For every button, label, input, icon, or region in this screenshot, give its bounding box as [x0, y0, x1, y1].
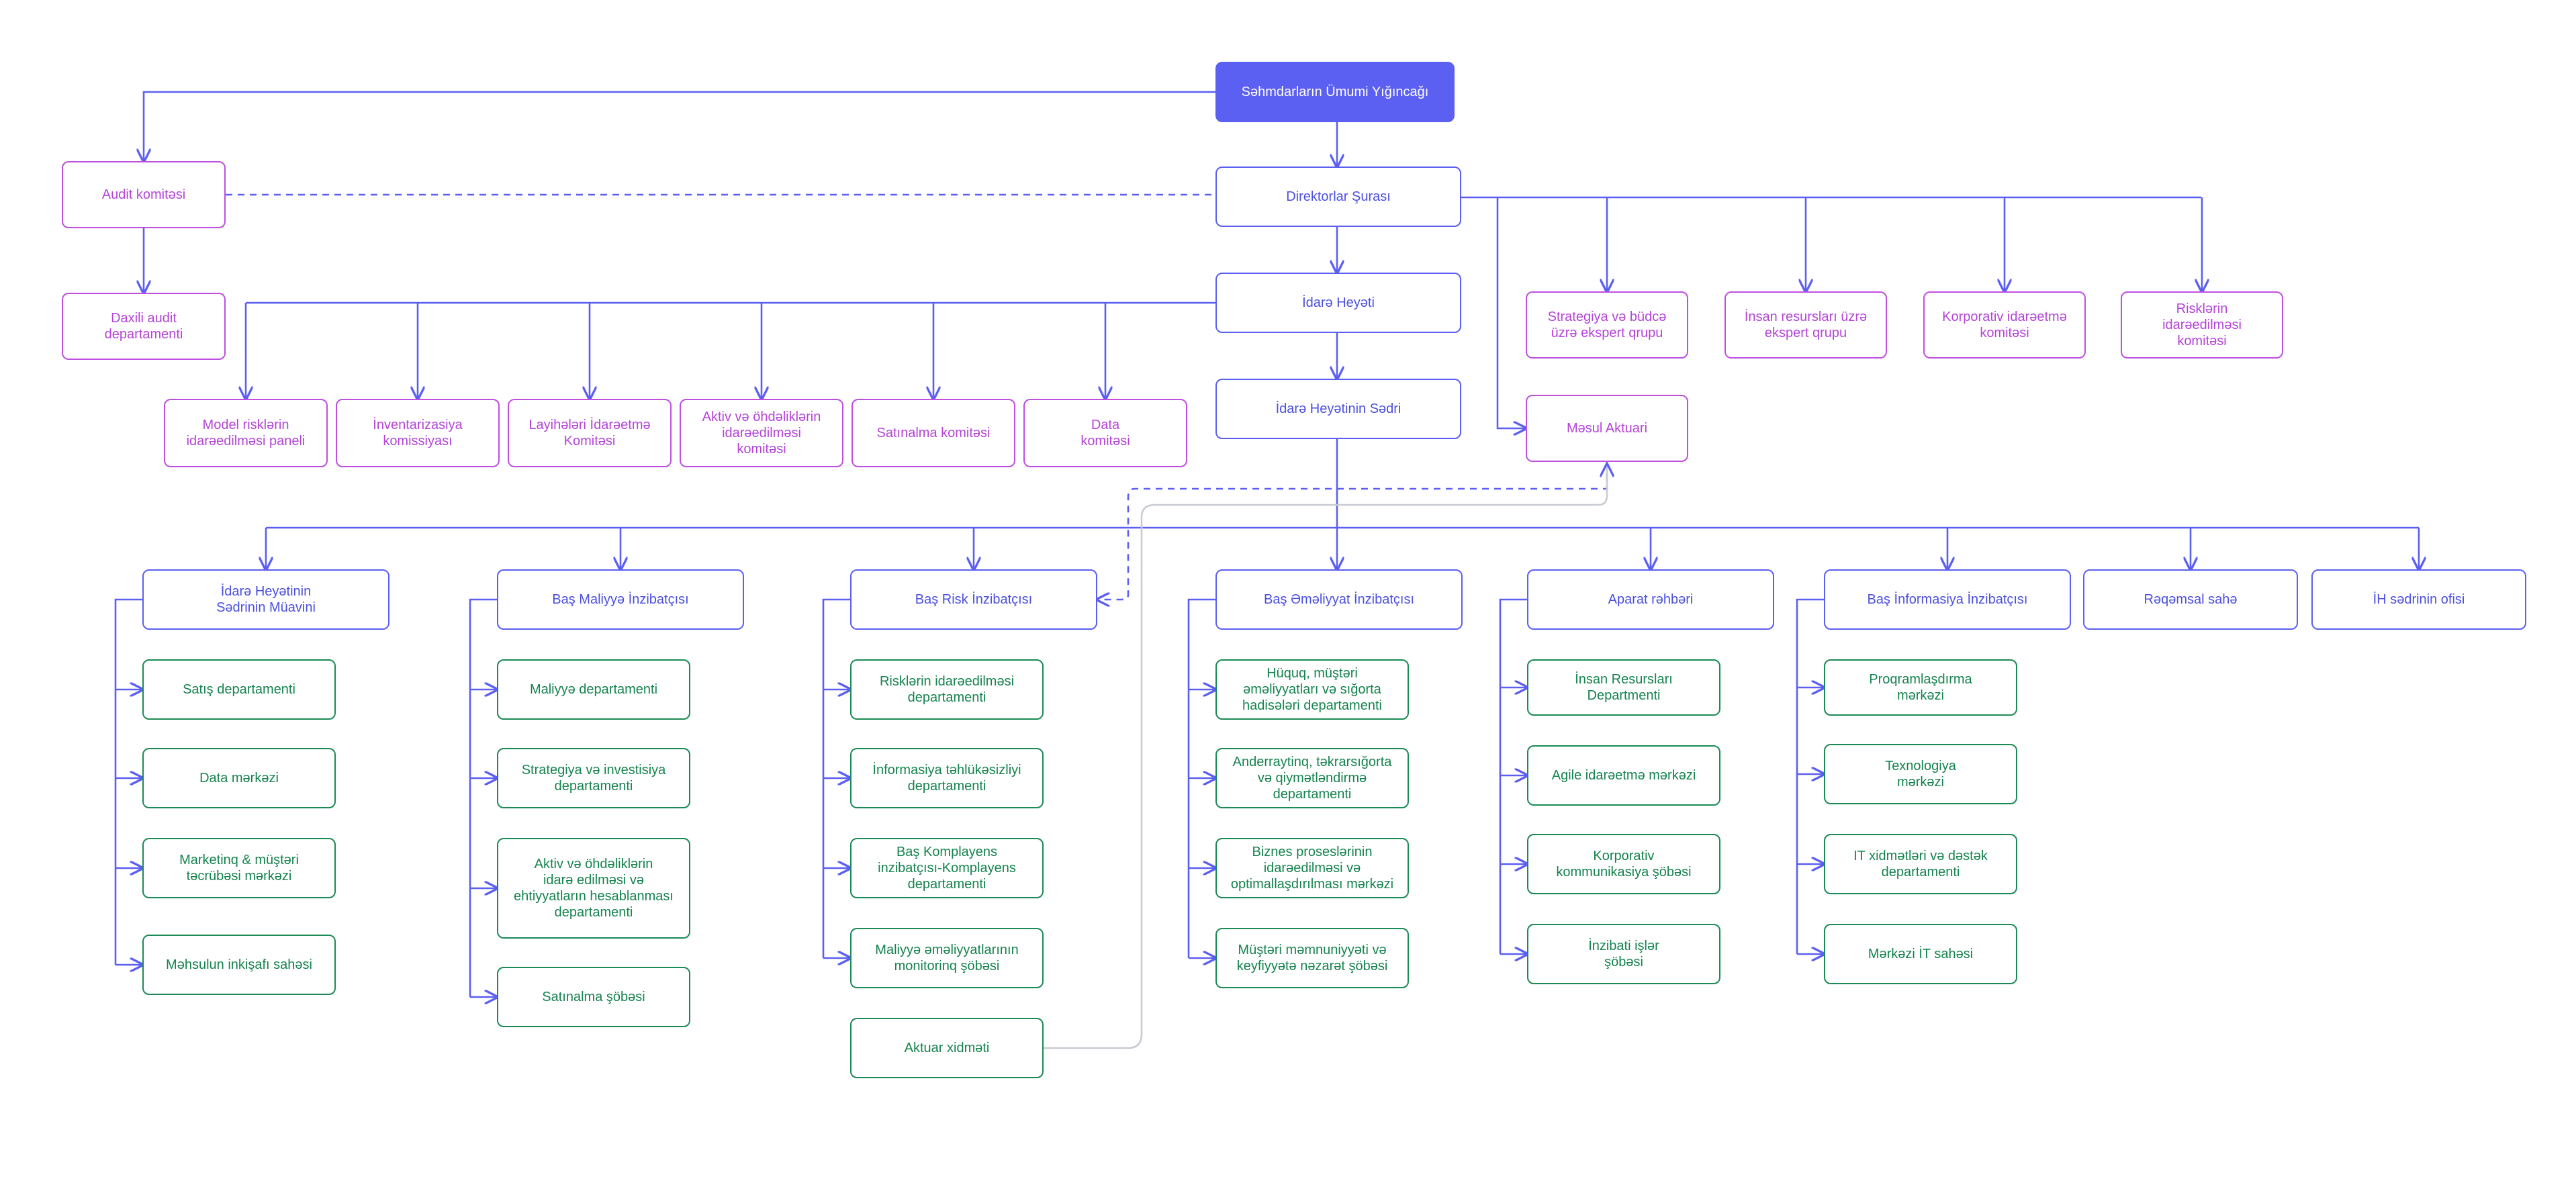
node-board-of-directors: Direktorlar Şurası: [1215, 167, 1461, 227]
executive-node: Aparat rəhbəri: [1527, 569, 1774, 630]
connector-line: [822, 598, 850, 958]
executive-node: Baş Əməliyyat İnzibatçısı: [1215, 569, 1463, 630]
department-node: Biznes proseslərinin idarəedilməsi və op…: [1215, 838, 1409, 898]
board-committee: Strategiya və büdcə üzrə ekspert qrupu: [1526, 291, 1688, 359]
executive-node: Baş İnformasiya İnzibatçısı: [1824, 569, 2071, 630]
department-node: Agile idarəetmə mərkəzi: [1527, 745, 1720, 806]
department-node: Strategiya və investisiya departamenti: [497, 748, 690, 808]
connector-line: [114, 598, 142, 965]
connector-line: [469, 598, 497, 997]
department-node: Satış departamenti: [142, 659, 336, 720]
executive-node: İH sədrinin ofisi: [2311, 569, 2526, 630]
executive-node: Rəqəmsal sahə: [2083, 569, 2298, 630]
department-node: Marketinq & müştəri təcrübəsi mərkəzi: [142, 838, 336, 898]
department-node: İnzibati işlər şöbəsi: [1527, 924, 1720, 984]
connector-line: [1796, 598, 1824, 954]
board-committee: Korporativ idarəetmə komitəsi: [1923, 291, 2086, 359]
department-node: Maliyyə əməliyyatlarının monitorinq şöbə…: [850, 928, 1044, 988]
connector-line: [1499, 598, 1527, 954]
department-node: IT xidmətləri və dəstək departamenti: [1824, 834, 2017, 894]
department-node: Data mərkəzi: [142, 748, 336, 808]
connector-line: [144, 91, 1215, 161]
board-committee: İnsan resursları üzrə ekspert qrupu: [1724, 291, 1887, 359]
department-node: Maliyyə departamenti: [497, 659, 690, 720]
department-node: Satınalma şöbəsi: [497, 967, 690, 1027]
executive-node: Baş Maliyyə İnzibatçısı: [497, 569, 744, 630]
management-committee: Data komitəsi: [1023, 399, 1187, 467]
department-node: Aktiv və öhdəliklərin idarə edilməsi və …: [497, 838, 690, 939]
department-node: Baş Komplayens inzibatçısı-Komplayens de…: [850, 838, 1044, 898]
department-node: Mərkəzi İT sahəsi: [1824, 924, 2017, 984]
management-committee: Model risklərin idarəedilməsi paneli: [164, 399, 328, 467]
management-committee: Layihələri İdarəetmə Komitəsi: [508, 399, 672, 467]
department-node: Hüquq, müştəri əməliyyatları və sığorta …: [1215, 659, 1409, 720]
management-committee: İnventarizasiya komissiyası: [336, 399, 500, 467]
department-node: Aktuar xidməti: [850, 1018, 1044, 1078]
department-node: İnsan Resursları Departmenti: [1527, 659, 1720, 716]
node-audit-committee: Audit komitəsi: [62, 161, 226, 228]
executive-node: Baş Risk İnzibatçısı: [850, 569, 1097, 630]
connector-line: [1496, 197, 1526, 428]
department-node: Korporativ kommunikasiya şöbəsi: [1527, 834, 1720, 894]
department-node: Risklərin idarəedilməsi departamenti: [850, 659, 1044, 720]
node-management-board: İdarə Heyəti: [1215, 273, 1461, 333]
dashed-connector: [1097, 462, 1608, 600]
management-committee: Satınalma komitəsi: [852, 399, 1015, 467]
department-node: Məhsulun inkişafı sahəsi: [142, 935, 336, 995]
node-internal-audit: Daxili audit departamenti: [62, 293, 226, 360]
grey-connector: [1044, 465, 1607, 1049]
department-node: Müştəri məmnuniyyəti və keyfiyyətə nəzar…: [1215, 928, 1409, 988]
node-chairman: İdarə Heyətinin Sədri: [1215, 379, 1461, 439]
department-node: Anderraytinq, təkrarsığorta və qiymətlən…: [1215, 748, 1409, 808]
department-node: Texnologiya mərkəzi: [1824, 744, 2017, 804]
department-node: İnformasiya təhlükəsizliyi departamenti: [850, 748, 1044, 808]
connector-line: [1187, 598, 1215, 958]
department-node: Proqramlaşdırma mərkəzi: [1824, 659, 2017, 716]
executive-node: İdarə Heyətinin Sədrinin Müavini: [142, 569, 389, 630]
node-responsible-actuary: Məsul Aktuari: [1526, 395, 1688, 462]
node-shareholders: Səhmdarların Ümumi Yığıncağı: [1215, 62, 1455, 122]
management-committee: Aktiv və öhdəliklərin idarəedilməsi komi…: [680, 399, 843, 467]
board-committee: Risklərin idarəedilməsi komitəsi: [2121, 291, 2283, 359]
